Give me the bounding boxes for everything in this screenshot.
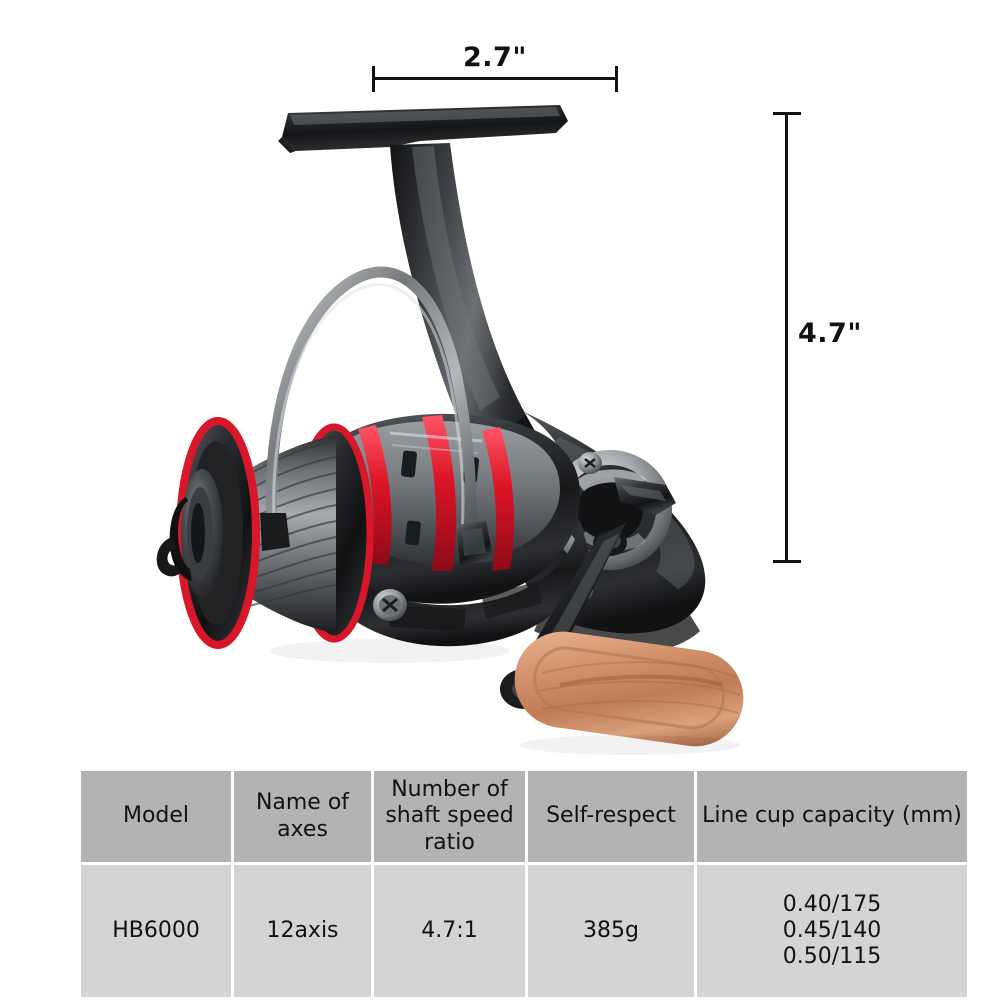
height-dimension-tick-bottom xyxy=(773,560,801,563)
table-row: HB6000 12axis 4.7:1 385g 0.40/175 0.45/1… xyxy=(81,865,967,998)
width-dimension-tick-left xyxy=(372,66,375,92)
table-header-row: Model Name of axes Number of shaft speed… xyxy=(81,771,967,863)
cell-capacity: 0.40/175 0.45/140 0.50/115 xyxy=(697,865,967,998)
height-dimension-tick-top xyxy=(773,112,801,115)
width-dimension-tick-right xyxy=(615,66,618,92)
header-model: Model xyxy=(81,771,231,863)
height-dimension-label: 4.7" xyxy=(798,318,862,349)
header-ratio: Number of shaft speed ratio xyxy=(374,771,525,863)
capacity-line-3: 0.50/115 xyxy=(782,944,882,970)
width-dimension-line xyxy=(372,77,618,80)
header-capacity: Line cup capacity (mm) xyxy=(697,771,967,863)
cell-axes: 12axis xyxy=(234,865,371,998)
cell-ratio: 4.7:1 xyxy=(374,865,525,998)
width-dimension-label: 2.7" xyxy=(463,42,527,73)
height-dimension-line xyxy=(785,112,788,563)
specifications-table: Model Name of axes Number of shaft speed… xyxy=(78,768,970,1000)
drag-knob-part xyxy=(156,469,223,597)
housing-screws xyxy=(373,452,602,621)
capacity-line-1: 0.40/175 xyxy=(782,891,882,917)
reel-foot-part xyxy=(278,105,568,153)
cell-weight: 385g xyxy=(528,865,694,998)
cell-model: HB6000 xyxy=(81,865,231,998)
header-axes: Name of axes xyxy=(234,771,371,863)
bail-wire-part xyxy=(260,266,494,565)
handle-knob-part xyxy=(514,631,744,747)
capacity-line-2: 0.45/140 xyxy=(782,917,882,943)
fishing-reel-illustration xyxy=(90,85,790,755)
header-weight: Self-respect xyxy=(528,771,694,863)
